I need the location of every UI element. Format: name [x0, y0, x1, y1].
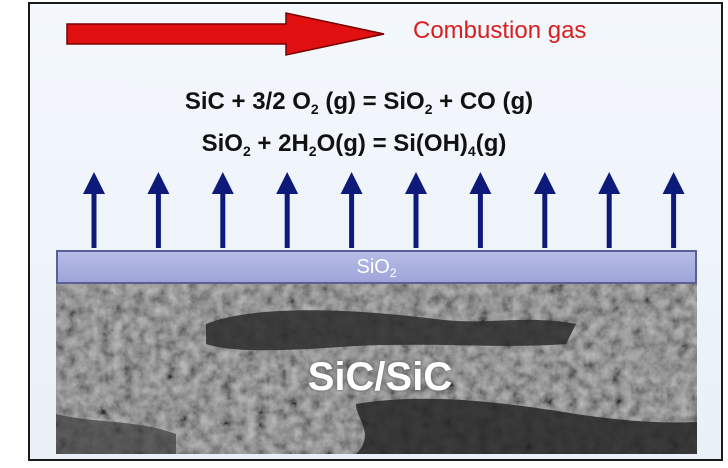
substrate-label: SiC/SiC	[307, 355, 453, 399]
volatilization-arrows	[83, 172, 685, 248]
up-arrow-icon	[598, 172, 621, 248]
sio2-oxide-layer: SiO2	[56, 250, 697, 284]
up-arrow-icon	[276, 172, 299, 248]
volatilization-equation: SiO2 + 2H2O(g) = Si(OH)4(g)	[201, 130, 507, 159]
up-arrow-icon	[405, 172, 427, 248]
gas-flow-arrow-icon	[66, 12, 385, 56]
oxidation-equation: SiC + 3/2 O2 (g) = SiO2 + CO (g)	[184, 88, 534, 117]
up-arrow-icon	[147, 172, 170, 248]
sic-sic-substrate-micrograph	[56, 284, 697, 454]
up-arrow-icon	[533, 172, 556, 248]
up-arrow-icon	[211, 172, 234, 248]
combustion-gas-label: Combustion gas	[413, 17, 587, 44]
up-arrow-icon	[83, 172, 105, 248]
up-arrow-icon	[662, 172, 685, 248]
up-arrow-icon	[340, 172, 363, 248]
up-arrow-icon	[469, 172, 492, 248]
